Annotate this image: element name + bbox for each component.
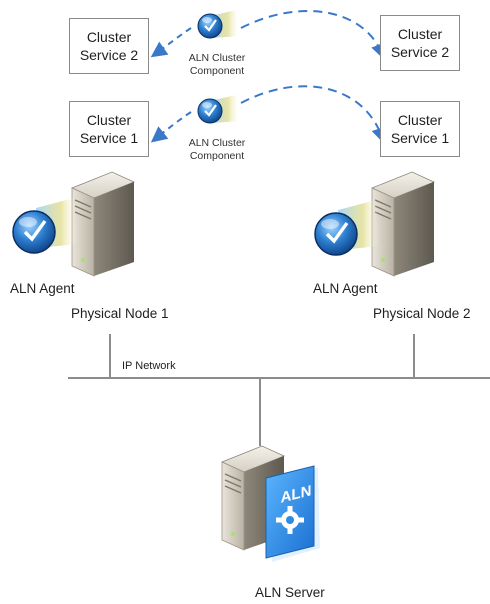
cluster-service-2-box-left: Cluster Service 2	[69, 18, 149, 74]
physical-node-1-server-icon	[70, 171, 136, 277]
cluster-service-1-box-left: Cluster Service 1	[69, 101, 149, 157]
aln-cluster-component-label-top: ALN Cluster Component	[188, 52, 246, 77]
aln-agent-label-node-2: ALN Agent	[313, 281, 378, 296]
replication-arrow-second-left	[150, 111, 192, 143]
replication-arrow-second	[240, 85, 387, 144]
physical-node-2-server-icon	[370, 171, 436, 277]
aln-badge-icon	[265, 465, 320, 562]
replication-arrow-top-left	[150, 27, 192, 58]
replication-arrow-top	[240, 10, 387, 60]
physical-node-2-label: Physical Node 2	[373, 306, 471, 321]
aln-agent-label-node-1: ALN Agent	[10, 281, 75, 296]
aln-agent-icon-node-1	[12, 198, 78, 254]
aln-cluster-component-icon-second	[197, 95, 240, 124]
physical-node-1-label: Physical Node 1	[71, 306, 169, 321]
aln-server-label: ALN Server	[255, 585, 325, 600]
ip-network-label: IP Network	[122, 360, 176, 372]
aln-cluster-component-label-second: ALN Cluster Component	[188, 137, 246, 162]
cluster-service-1-box-right: Cluster Service 1	[380, 101, 460, 157]
cluster-service-2-box-right: Cluster Service 2	[380, 15, 460, 71]
aln-agent-icon-node-2	[314, 200, 380, 256]
aln-cluster-component-icon-top	[197, 10, 240, 39]
